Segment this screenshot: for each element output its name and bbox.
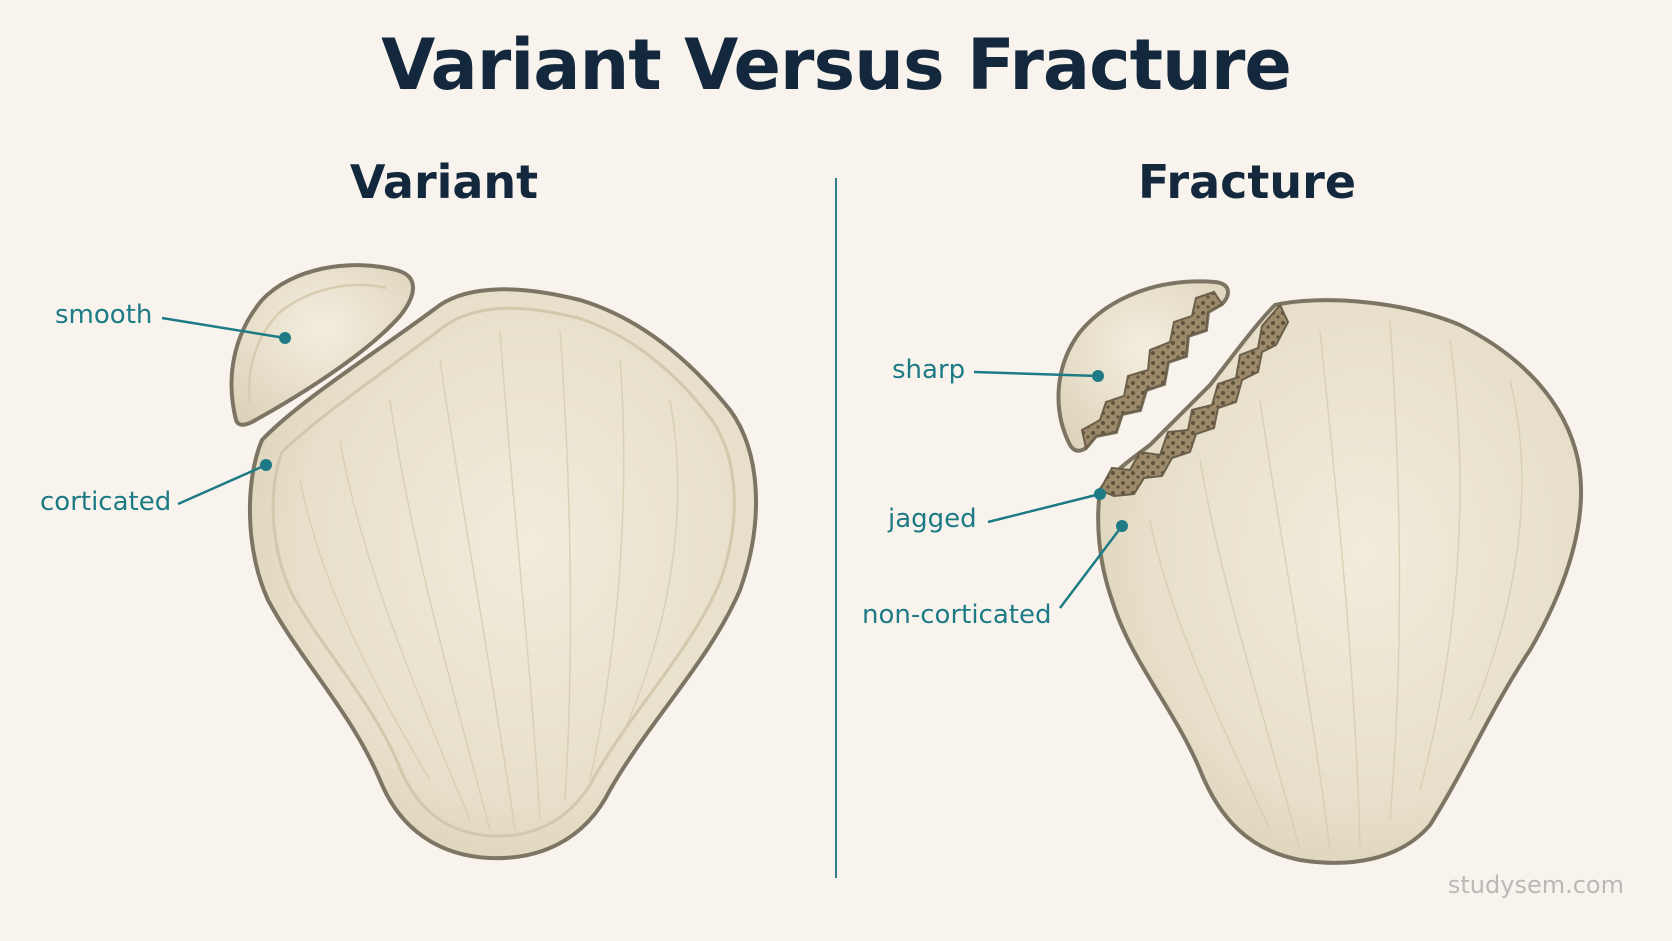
fracture-bone-body: [1096, 298, 1583, 865]
variant-ossicle: [229, 263, 415, 427]
label-jagged: jagged: [888, 504, 977, 534]
watermark: studysem.com: [1447, 871, 1624, 899]
variant-leaders: [161, 316, 291, 506]
variant-bone-body: [247, 287, 759, 861]
label-sharp: sharp: [892, 355, 966, 385]
fracture-edge-fragment: [1080, 290, 1224, 451]
variant-inner-rim: [271, 306, 736, 838]
fracture-leaders: [973, 370, 1128, 609]
sharp-marker: [1092, 370, 1104, 382]
variant-illustration: [229, 263, 759, 861]
variant-heading: Variant: [349, 155, 539, 209]
corticated-marker: [260, 459, 272, 471]
fracture-heading: Fracture: [1137, 155, 1357, 209]
diagram-title: Variant Versus Fracture: [381, 24, 1292, 106]
label-corticated: corticated: [40, 487, 172, 517]
smooth-marker: [279, 332, 291, 344]
fracture-edge-main: [1098, 303, 1290, 498]
non-corticated-marker: [1116, 520, 1128, 532]
label-smooth: smooth: [55, 300, 153, 330]
jagged-marker: [1094, 488, 1106, 500]
label-non-corticated: non-corticated: [862, 600, 1052, 630]
fracture-illustration: [1056, 279, 1583, 865]
